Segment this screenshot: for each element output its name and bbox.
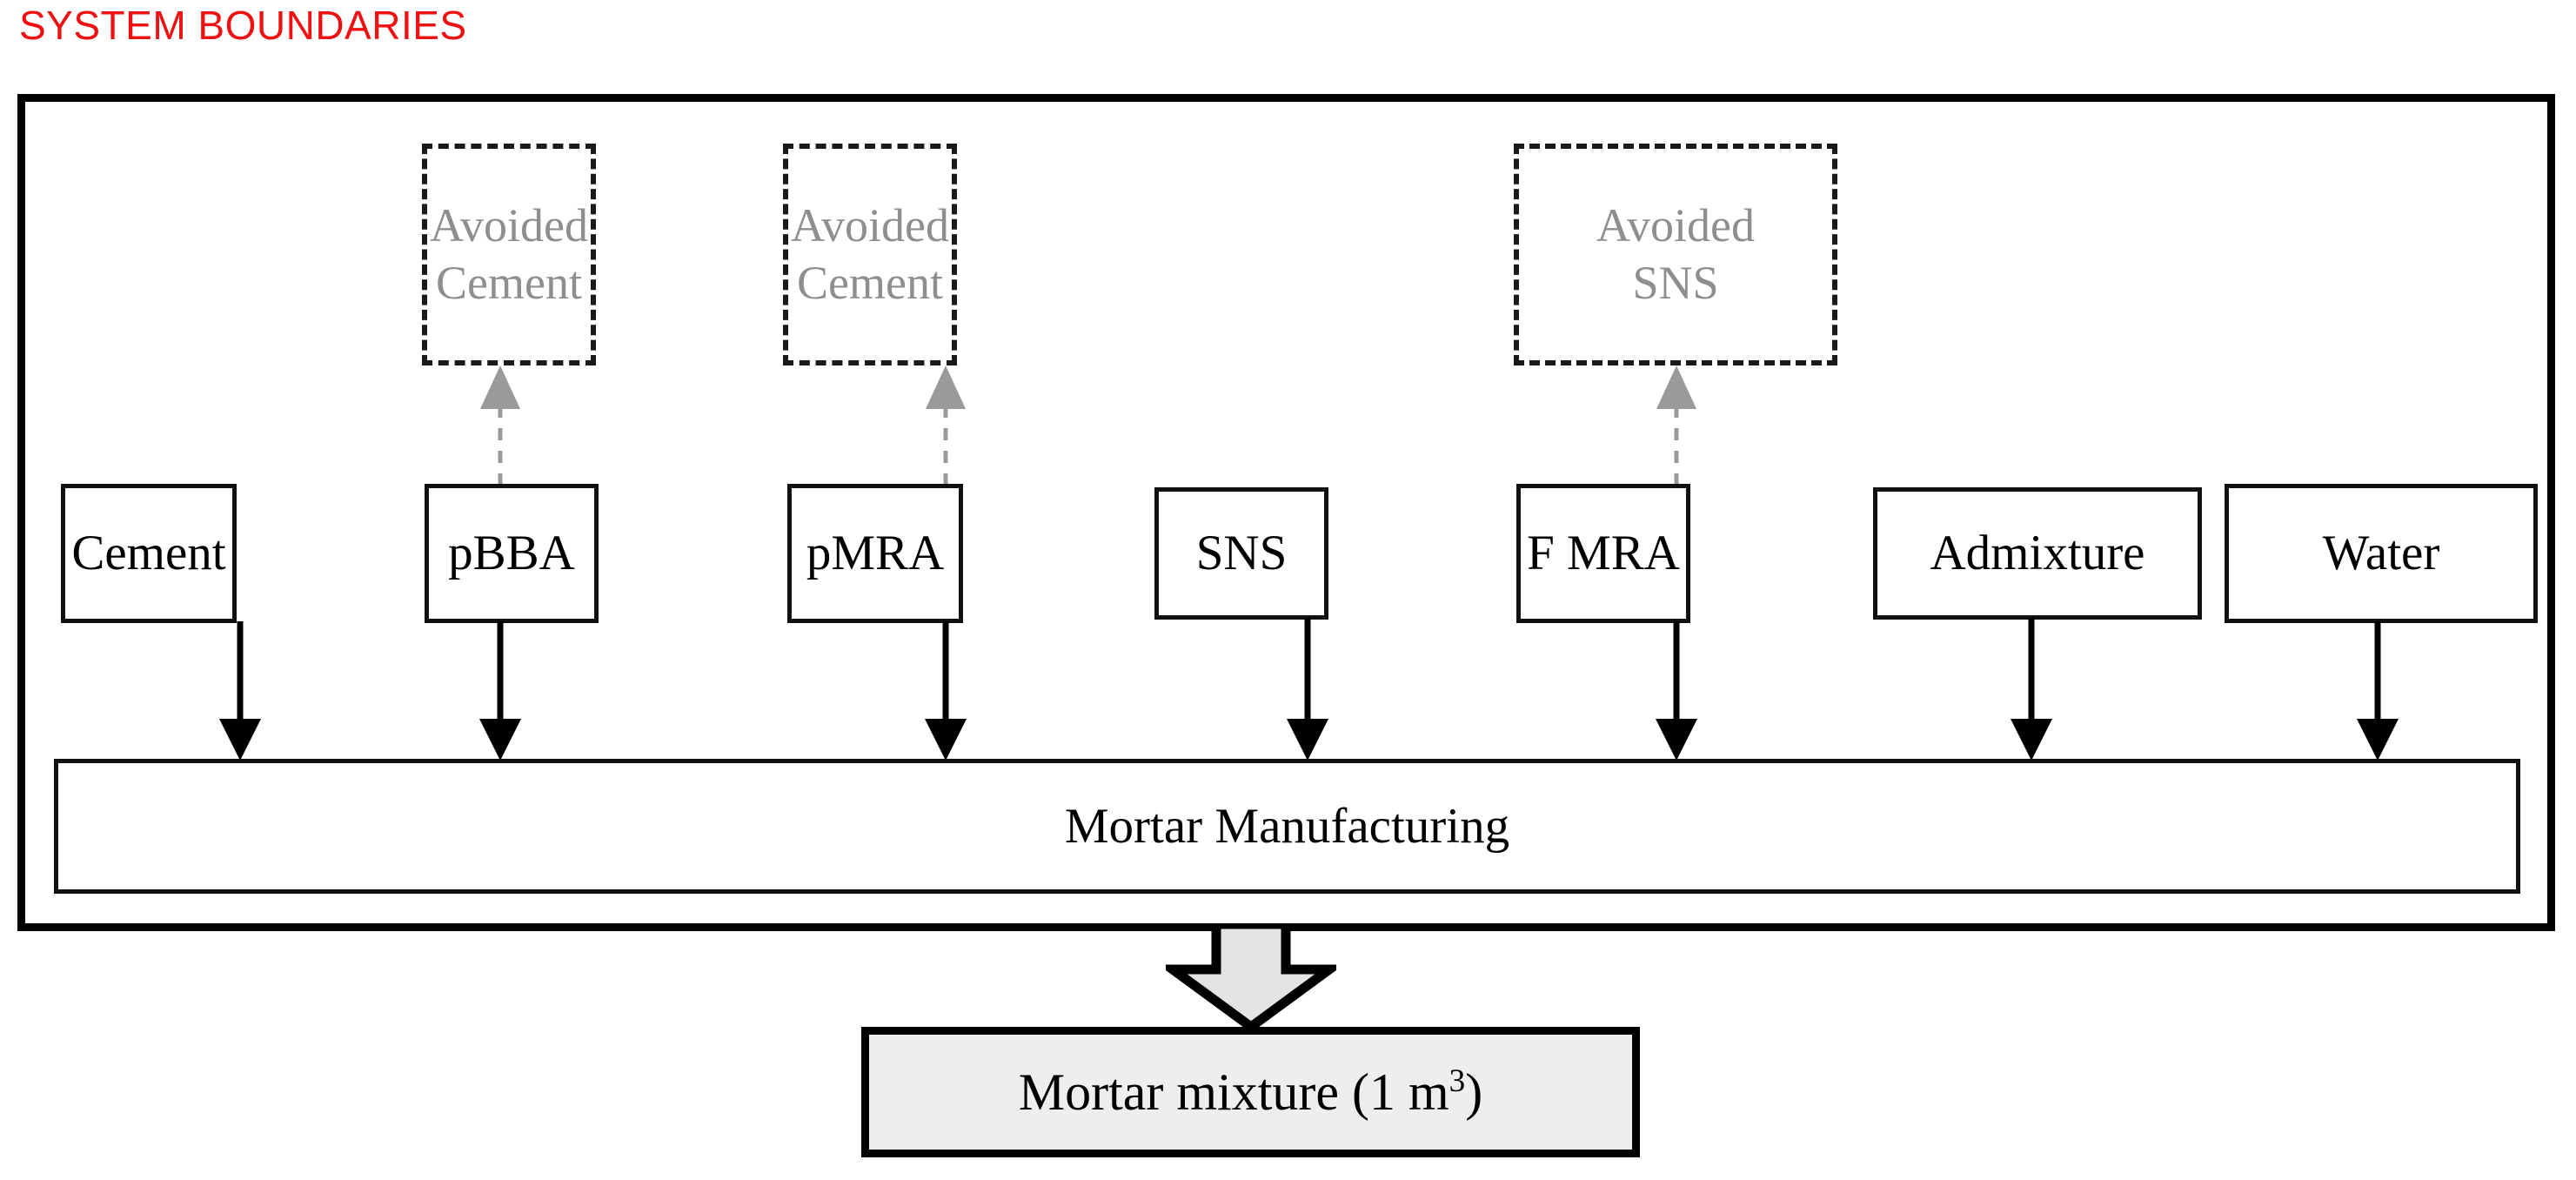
avoided-cement-1-line1: Avoided [430, 198, 588, 251]
input-label-fmra: F MRA [1527, 525, 1680, 580]
output-box-mortar-mixture[interactable]: Mortar mixture (1 m3) [861, 1027, 1640, 1157]
avoided-cement-1-box: Avoided Cement [422, 144, 596, 365]
flow-arrow-admixture-to-process [2007, 618, 2056, 762]
avoided-sns-box: Avoided SNS [1514, 144, 1837, 365]
input-label-pbba: pBBA [448, 525, 575, 580]
input-box-pmra[interactable]: pMRA [787, 484, 963, 623]
input-box-water[interactable]: Water [2225, 484, 2538, 623]
avoided-cement-1-line2: Cement [436, 256, 582, 309]
input-label-water: Water [2322, 525, 2440, 580]
output-label-tail: ) [1465, 1063, 1483, 1121]
page-title: SYSTEM BOUNDARIES [19, 3, 467, 48]
output-label-main: Mortar mixture (1 m [1018, 1063, 1449, 1121]
input-box-admixture[interactable]: Admixture [1873, 487, 2202, 620]
process-label: Mortar Manufacturing [1064, 799, 1510, 854]
flow-arrow-pbba-to-process [476, 621, 525, 762]
output-label-exponent: 3 [1449, 1063, 1466, 1099]
input-label-pmra: pMRA [806, 525, 945, 580]
flow-arrow-water-to-process [2353, 621, 2402, 762]
flow-arrow-cement-to-process [216, 621, 264, 762]
input-box-fmra[interactable]: F MRA [1516, 484, 1690, 623]
avoided-cement-2-line2: Cement [797, 256, 943, 309]
input-box-pbba[interactable]: pBBA [425, 484, 599, 623]
flow-arrow-sns-to-process [1283, 618, 1332, 762]
avoided-sns-line1: Avoided [1596, 198, 1755, 251]
avoided-cement-2-line1: Avoided [791, 198, 949, 251]
flow-arrow-fmra-to-process [1652, 621, 1701, 762]
input-label-admixture: Admixture [1930, 525, 2145, 580]
input-label-cement: Cement [71, 525, 226, 580]
avoided-sns-line2: SNS [1632, 256, 1719, 309]
input-label-sns: SNS [1195, 525, 1288, 580]
credit-arrow-pbba-to-avoided-cement [474, 364, 526, 486]
input-box-cement[interactable]: Cement [61, 484, 237, 623]
input-box-sns[interactable]: SNS [1154, 487, 1328, 620]
output-label: Mortar mixture (1 m3) [1019, 1063, 1482, 1123]
output-block-arrow [1158, 919, 1344, 1033]
credit-arrow-fmra-to-avoided-sns [1650, 364, 1703, 486]
avoided-cement-2-box: Avoided Cement [783, 144, 957, 365]
process-box-mortar-manufacturing[interactable]: Mortar Manufacturing [54, 759, 2520, 894]
credit-arrow-pmra-to-avoided-cement [920, 364, 972, 486]
flow-arrow-pmra-to-process [921, 621, 970, 762]
